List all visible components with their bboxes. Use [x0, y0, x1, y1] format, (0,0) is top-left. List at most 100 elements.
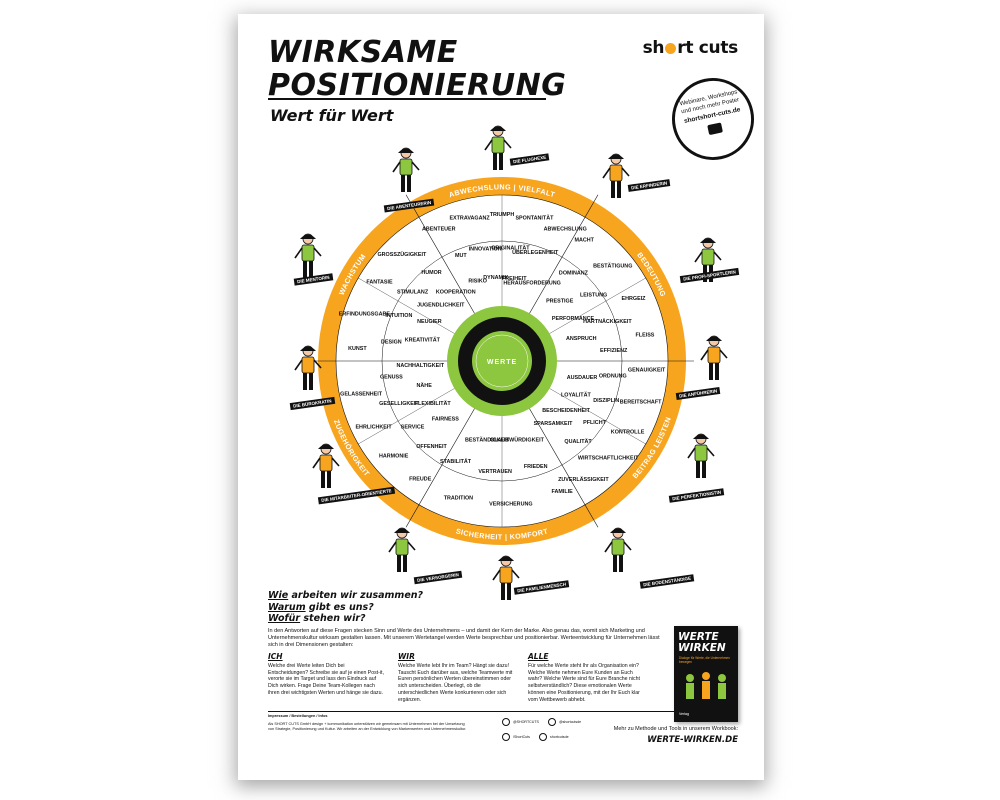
person-icon	[312, 443, 340, 488]
value-word: AUSDAUER	[567, 375, 598, 381]
person-icon	[604, 527, 632, 572]
social-link-4-label: shortcutsde	[549, 735, 569, 739]
character-figure: DIE ERFINDERIN	[598, 152, 671, 207]
footer-imprint: Impressum / Bestellungen / Infos Als SHO…	[268, 714, 468, 732]
character-figure: DIE MENTORIN	[290, 232, 333, 287]
value-word: ABENTEUER	[422, 227, 456, 233]
question-2-rest: gibt es uns?	[305, 601, 374, 613]
value-word: HUMOR	[421, 270, 441, 276]
sub-divider-4	[358, 388, 455, 445]
value-word: HARTNÄCKIGKEIT	[583, 318, 632, 325]
column-wir-text: Welche Werte lebt Ihr im Team? Hängt sie…	[398, 662, 513, 703]
social-link-1-label: @SHORTCUTS	[513, 720, 539, 724]
character-figure: DIE ANFÜHRERIN	[675, 334, 732, 401]
value-word: FAMILIE	[551, 489, 573, 495]
value-word: FANTASIE	[366, 279, 393, 285]
linkedin-icon	[538, 733, 547, 741]
value-word: DISZIPLIN	[593, 398, 619, 404]
value-word: GENAUIGKEIT	[628, 368, 666, 374]
workbook-hint: Mehr zu Methode und Tools in unserem Wor…	[613, 726, 738, 732]
social-link-4[interactable]: shortcutsde	[538, 731, 569, 743]
value-word: KOOPERATION	[436, 289, 476, 295]
value-word: LEISTUNG	[580, 293, 607, 299]
character-figure: DIE FLUGHEXE	[480, 124, 550, 179]
value-word: OFFENHEIT	[416, 444, 447, 450]
person-icon	[492, 555, 520, 600]
core-title: WERTE	[487, 359, 517, 366]
value-word: FLEISS	[636, 333, 655, 339]
value-word: LOYALITÄT	[561, 392, 591, 399]
social-link-3-label: /ShortCuts	[513, 735, 530, 739]
value-word: EXTRAVAGANZ	[449, 216, 490, 222]
person-icon	[388, 527, 416, 572]
value-word: BESTÄTIGUNG	[593, 262, 632, 269]
book-figures-icon	[686, 672, 726, 699]
core-center	[472, 331, 532, 391]
logo-dot-icon	[665, 43, 677, 54]
sub-divider-1	[549, 277, 646, 334]
column-alle-text: Für welche Werte steht Ihr als Organisat…	[528, 662, 640, 703]
character-figure: DIE BODENSTÄNDIGE	[600, 526, 695, 589]
value-word: EHRLICHKEIT	[355, 424, 392, 430]
core-center-outline	[475, 334, 529, 388]
social-link-2-label: @shortcutsde	[558, 720, 582, 724]
value-word: EFFIZIENZ	[600, 348, 628, 354]
question-3-rest: stehen wir?	[300, 613, 366, 624]
question-1-emph: Wie	[268, 590, 289, 601]
sector-divider-5	[405, 194, 475, 314]
character-figure: DIE ABENTEURERIN	[383, 146, 435, 213]
social-link-3[interactable]: /ShortCuts	[502, 731, 530, 743]
question-3-emph: Wofür	[268, 613, 301, 624]
person-icon	[392, 147, 420, 192]
value-word: QUALITÄT	[564, 438, 592, 445]
intro-text: In den Antworten auf diese Fragen stecke…	[268, 628, 660, 649]
social-link-1[interactable]: @SHORTCUTS	[502, 716, 539, 728]
value-word: INNOVATION	[469, 246, 502, 252]
value-word: RISIKO	[468, 279, 487, 285]
value-word: VERTRAUEN	[478, 469, 512, 475]
character-figure: DIE PROFI-SPORTLERIN	[679, 236, 740, 291]
social-links: @SHORTCUTS @shortcutsde /ShortCuts short…	[502, 716, 589, 746]
value-word: PFLICHT	[583, 420, 606, 426]
poster-title: WIRKSAME POSITIONIERUNG	[268, 36, 566, 102]
value-word: FLEXIBILITÄT	[415, 400, 452, 407]
value-word: DESIGN	[381, 339, 402, 345]
value-word: MACHT	[574, 238, 594, 244]
value-word: FRIEDEN	[524, 464, 548, 470]
sector-divider-0	[529, 194, 599, 314]
value-word: GROSSZÜGIGKEIT	[377, 251, 427, 258]
sector-divider-2	[529, 408, 599, 528]
value-word: INTUITION	[385, 313, 412, 319]
person-icon	[687, 433, 715, 478]
value-word: STABILITÄT	[440, 458, 472, 465]
character-figure: DIE BÜROKRATIN	[289, 344, 335, 411]
question-2: Warum gibt es uns?	[268, 602, 423, 614]
value-word: PRESTIGE	[546, 299, 574, 305]
title-underline	[268, 98, 546, 100]
book-subtitle: Dialoge für Werte, die Unternehmen beweg…	[679, 656, 730, 664]
book-publisher: Verlag	[679, 712, 689, 716]
value-word: SPONTANITÄT	[515, 215, 554, 222]
value-word: SERVICE	[401, 424, 425, 430]
value-word: GELASSENHEIT	[340, 391, 383, 397]
value-word: GLAUBWÜRDIGKEIT	[490, 437, 545, 444]
book-title-2: WIRKEN	[678, 642, 726, 654]
value-word: ERFINDUNGSGABE	[339, 311, 391, 317]
value-word: STIMULANZ	[397, 290, 429, 296]
column-ich: ICH Welche drei Werte leiten Dich bei En…	[268, 653, 386, 697]
workbook-link[interactable]: WERTE-WIRKEN.DE	[647, 735, 738, 745]
column-alle-head: ALLE	[528, 652, 549, 661]
social-link-2[interactable]: @shortcutsde	[547, 716, 582, 728]
logo-text-a: sh	[642, 38, 665, 58]
value-word: GENUSS	[380, 375, 403, 381]
value-word: KUNST	[348, 346, 367, 352]
poster: WIRKSAME POSITIONIERUNG Wert für Wert sh…	[238, 14, 764, 780]
person-icon	[294, 345, 322, 390]
value-word: DOMINANZ	[559, 271, 589, 277]
character-figure: DIE VERSORGERIN	[384, 526, 463, 585]
value-word: BESTÄNDIGKEIT	[465, 437, 510, 444]
